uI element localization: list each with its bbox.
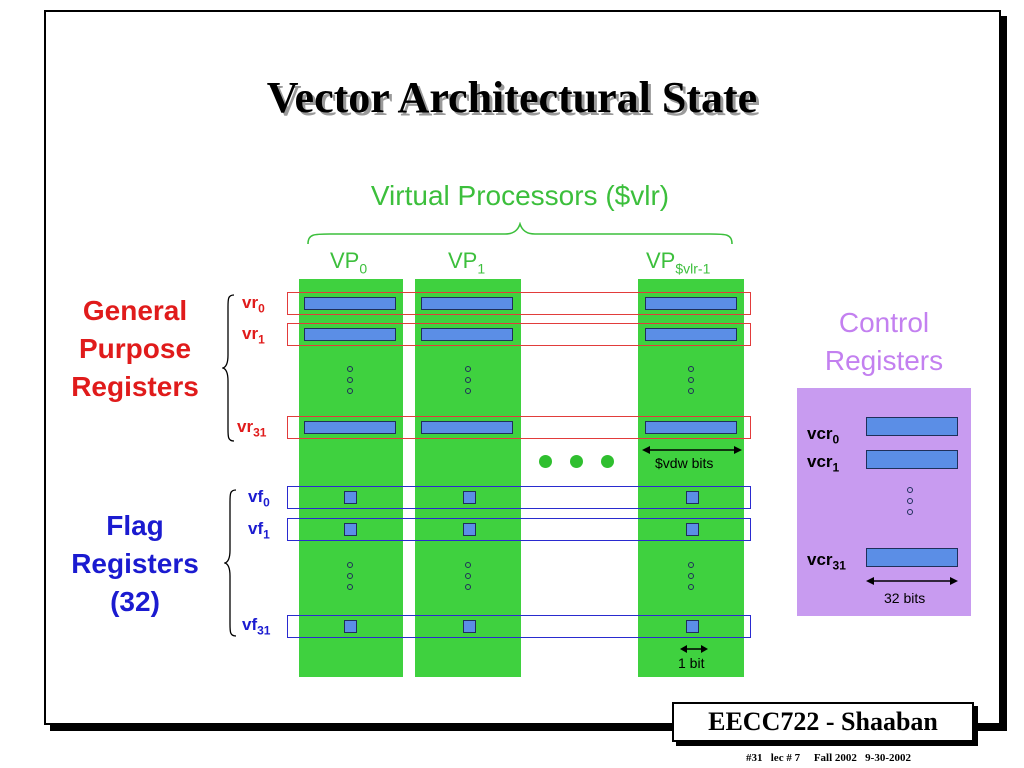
vf31-vp0-flag (344, 620, 357, 633)
32-bits-label: 32 bits (884, 590, 926, 606)
vr31-vp1-register (421, 421, 513, 434)
vf0-vplast-flag (686, 491, 699, 504)
slide-info: #31 lec # 7 Fall 2002 9-30-2002 (746, 752, 911, 764)
horizontal-ellipsis-dot (570, 455, 583, 468)
vf1-vplast-flag (686, 523, 699, 536)
gpr-brace (222, 294, 235, 442)
vf-ellipsis-vp1 (465, 562, 473, 595)
slide-title: Vector Architectural State (266, 73, 758, 122)
vf-ellipsis-vplast (688, 562, 696, 595)
vr31-label: vr31 (237, 417, 267, 440)
course-footer: EECC722 - Shaaban (672, 702, 974, 742)
horizontal-ellipsis-dot (539, 455, 552, 468)
vr1-vplast-register (645, 328, 737, 341)
vr0-label: vr0 (242, 293, 265, 316)
vf0-vp0-flag (344, 491, 357, 504)
vcr1-label: vcr1 (807, 452, 840, 475)
vr-ellipsis-vp0 (347, 366, 355, 399)
horizontal-ellipsis-dot (601, 455, 614, 468)
vr0-vp0-register (304, 297, 396, 310)
flag-registers-title: Flag Registers (32) (71, 510, 199, 617)
vr1-row (287, 323, 751, 346)
one-bit-arrow (680, 645, 708, 653)
vf0-label: vf0 (248, 487, 270, 510)
32-bits-arrow (866, 577, 958, 585)
vcr31-register (866, 548, 958, 567)
vcr1-register (866, 450, 958, 469)
vr-ellipsis-vplast (688, 366, 696, 399)
vr31-vplast-register (645, 421, 737, 434)
vr1-vp1-register (421, 328, 513, 341)
vcr0-label: vcr0 (807, 424, 840, 447)
vdw-bits-label: $vdw bits (655, 455, 714, 471)
vf1-row (287, 518, 751, 541)
vp1-label: VP1 (448, 248, 486, 277)
vr1-vp0-register (304, 328, 396, 341)
vf1-label: vf1 (248, 519, 270, 542)
one-bit-label: 1 bit (678, 655, 705, 671)
vcr0-register (866, 417, 958, 436)
vr0-vplast-register (645, 297, 737, 310)
control-registers-title: Control Registers (824, 307, 944, 376)
vp0-label: VP0 (330, 248, 368, 277)
vf31-row (287, 615, 751, 638)
vf31-vp1-flag (463, 620, 476, 633)
vf31-label: vf31 (242, 615, 271, 638)
vr31-vp0-register (304, 421, 396, 434)
vf0-row (287, 486, 751, 509)
vr31-row (287, 416, 751, 439)
vr-ellipsis-vp1 (465, 366, 473, 399)
vcr31-label: vcr31 (807, 550, 846, 573)
vr1-label: vr1 (242, 324, 265, 347)
virtual-processors-heading: Virtual Processors ($vlr) (370, 180, 670, 211)
general-purpose-registers-title: General Purpose Registers (71, 295, 199, 402)
flag-brace (224, 489, 237, 637)
vp-brace (307, 222, 733, 245)
vf1-vp1-flag (463, 523, 476, 536)
vcr-ellipsis (907, 487, 915, 520)
vf0-vp1-flag (463, 491, 476, 504)
vf31-vplast-flag (686, 620, 699, 633)
vr0-vp1-register (421, 297, 513, 310)
vf1-vp0-flag (344, 523, 357, 536)
vdw-width-arrow (642, 446, 742, 454)
vp-last-label: VP$vlr-1 (646, 248, 711, 277)
vr0-row (287, 292, 751, 315)
vf-ellipsis-vp0 (347, 562, 355, 595)
